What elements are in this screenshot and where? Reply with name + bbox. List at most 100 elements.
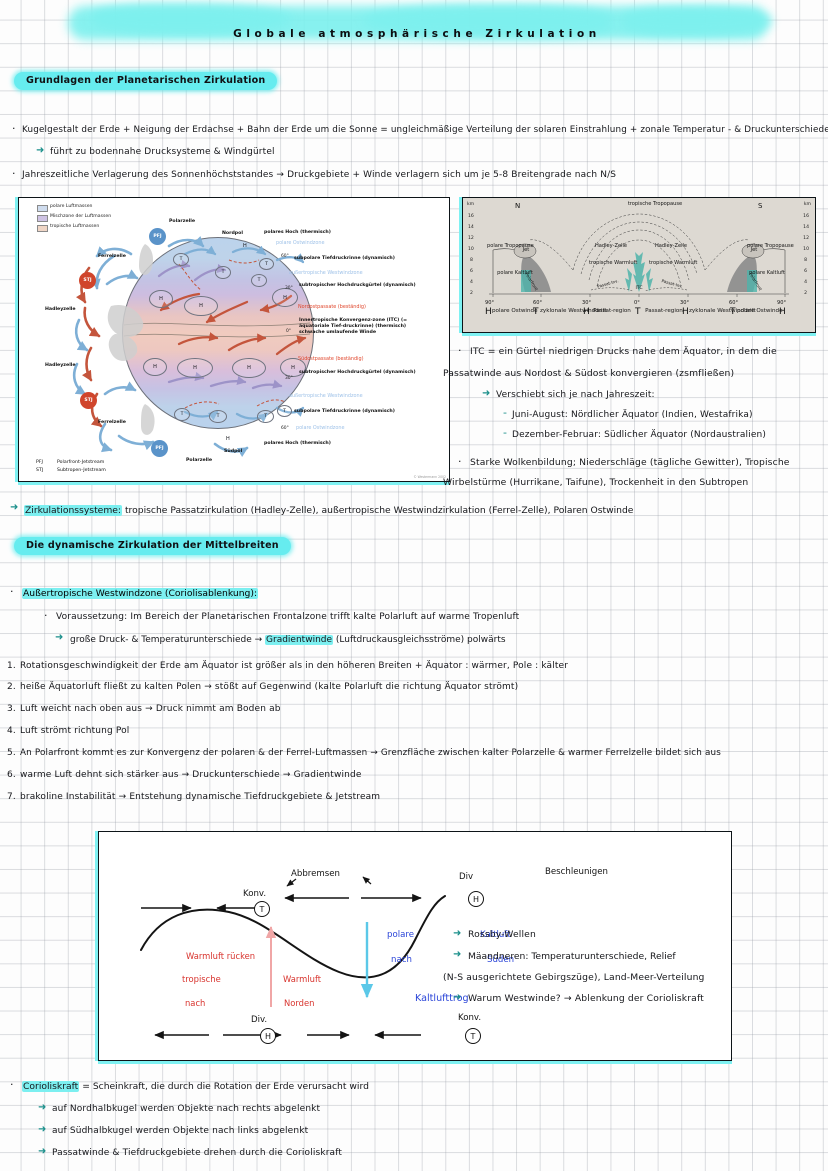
footnote-stj-text: Subtropen-Jetstream xyxy=(57,468,106,473)
pressure-symbol-60s: T xyxy=(730,307,736,317)
hemisphere-label-south: S xyxy=(758,202,763,210)
label-polarzelle-north: Polarzelle xyxy=(169,219,196,224)
label-ferrelzelle-south: Ferrelzelle xyxy=(98,420,126,425)
xtick-0: 0° xyxy=(634,300,640,306)
ytick-right-8: 8 xyxy=(804,258,807,263)
axis-unit-right: km xyxy=(803,202,811,207)
step-text-1: Rotationsgeschwindigkeit der Erde am Äqu… xyxy=(20,661,569,671)
intro-note-2: führt zu bodennahe Drucksysteme & Windgü… xyxy=(50,147,275,157)
pressure-high-bubble: H xyxy=(272,288,298,307)
zone-label-1: polare Ostwindzone xyxy=(276,240,325,246)
label-konv-bottom: Konv. xyxy=(458,1013,482,1023)
bullet-dot: · xyxy=(12,167,16,180)
westwind-gradient-line: große Druck- & Temperaturunterschiede → … xyxy=(70,635,506,645)
pressure-high-bubble: H xyxy=(184,296,218,316)
xtick-90n: 90° xyxy=(485,300,495,306)
watermark: © Westermann 2002 xyxy=(413,475,447,479)
ytick-left-10: 10 xyxy=(468,247,474,252)
ytick-left-6: 6 xyxy=(470,269,473,274)
arrow-icon: ➜ xyxy=(10,502,19,513)
zone-label-4: subtropischer Hochdruckgürtel (dynamisch… xyxy=(299,283,416,288)
xtick-90s: 90° xyxy=(777,300,787,306)
ytick-left-12: 12 xyxy=(468,236,474,241)
bullet-dot: · xyxy=(458,455,462,468)
label-nach-sueden-2: Süden xyxy=(487,955,515,965)
pressure-high-south: H xyxy=(226,436,230,442)
coriolis-item-2: auf Südhalbkugel werden Objekte nach lin… xyxy=(52,1126,309,1136)
rossby-wave-diagram: Abbremsen Konv. Div Beschleunigen T H Di… xyxy=(98,831,732,1061)
rossby-note-2-text: Mäandneren: Temperaturunterschiede, Reli… xyxy=(468,951,676,962)
jet-pfj-north: PFJ xyxy=(149,228,166,245)
zone-degree-30n: 30° xyxy=(285,286,293,291)
legend-label-polar: polare Luftmassen xyxy=(50,204,93,209)
bullet-dot: · xyxy=(458,344,462,357)
zone-label-9: außertropische Westwindzone xyxy=(289,393,363,399)
label-nordpol: Nordpol xyxy=(222,231,243,236)
high-pressure-symbol-bottom: H xyxy=(260,1028,276,1044)
label-hadleyzelle-south: Hadleyzelle xyxy=(45,363,76,368)
zone-label-10: subpolare Tiefdruckrinne (dynamisch) xyxy=(294,409,395,414)
xtick-60n: 60° xyxy=(533,300,543,306)
coriolis-heading-highlight: Corioliskraft xyxy=(22,1081,80,1092)
low-pressure-symbol-top: T xyxy=(254,901,270,917)
zone-label-12: polares Hoch (thermisch) xyxy=(264,441,331,446)
pressure-high-bubble: H xyxy=(280,358,306,377)
pressure-symbol-90n: H xyxy=(485,307,492,317)
itc-note-7: Wirbelstürme (Hurrikane, Taifune), Trock… xyxy=(443,477,749,488)
label-kaltlufttrog: Kaltlufttrog xyxy=(415,993,469,1004)
intro-note-3: Jahreszeitliche Verlagerung des Sonnenhö… xyxy=(22,170,617,180)
tropopause-schematic xyxy=(489,213,789,297)
pressure-high-bubble: H xyxy=(143,358,167,376)
zone-label-0: polares Hoch (thermisch) xyxy=(264,230,331,235)
jet-stj-north: STJ xyxy=(79,272,96,289)
zone-zyklonale-west-right: zyklonale Westwinddrift xyxy=(689,308,756,314)
label-nach-norden-1: nach xyxy=(185,998,206,1008)
pressure-high-north: H xyxy=(243,243,247,249)
step-text-2: heiße Äquatorluft fließt zu kalten Polen… xyxy=(20,682,519,692)
zone-label-7: Südostpassate (beständig) xyxy=(298,356,364,362)
arrow-icon: ➜ xyxy=(55,632,64,643)
zone-degree-60s: 60° xyxy=(281,426,289,431)
itc-note-4: Juni-August: Nördlicher Äquator (Indien,… xyxy=(512,410,753,420)
label-div-bottom: Div. xyxy=(251,1015,268,1025)
ytick-left-4: 4 xyxy=(470,280,473,285)
westwind-heading-wrap: Außertropische Westwindzone (Coriolisabl… xyxy=(22,588,259,599)
label-polare-kaltluft-left: polare Kaltluft xyxy=(497,270,533,276)
zone-passatregion-right: Passat-region xyxy=(645,308,683,314)
label-hadley-zelle-right: Hadley-Zelle xyxy=(654,243,688,249)
label-konv-top: Konv. xyxy=(243,889,267,899)
pressure-low-bubble: T xyxy=(257,410,274,423)
westwind-gradient-post: (Luftdruckausgleichsströme) polwärts xyxy=(335,635,506,645)
label-tropische: tropische xyxy=(182,974,221,984)
high-pressure-symbol-top: H xyxy=(468,891,484,907)
step-text-4: Luft strömt richtung Pol xyxy=(20,726,130,736)
arrow-icon: ➜ xyxy=(38,1124,47,1135)
zone-label-3: außertropische Westwindzone xyxy=(289,270,363,276)
zone-degree-0: 0° xyxy=(286,329,291,334)
globe-circulation-diagram: polare Luftmassen Mischzone der Luftmass… xyxy=(18,197,450,482)
label-hadleyzelle-north: Hadleyzelle xyxy=(45,307,76,312)
zone-passatregion-left: Passat-region xyxy=(593,308,631,314)
pressure-symbol-30n: H xyxy=(583,307,590,317)
bullet-dot: · xyxy=(44,609,48,622)
step-number-3: 3. xyxy=(7,704,16,714)
axis-unit-left: km xyxy=(467,202,475,207)
legend-label-tropic: tropische Luftmassen xyxy=(50,224,100,229)
step-text-3: Luft weicht nach oben aus → Druck nimmt … xyxy=(20,704,281,714)
circulation-systems-note: Zirkulationssysteme: tropische Passatzir… xyxy=(24,505,633,516)
arrow-icon: ➜ xyxy=(36,145,45,156)
ytick-left-14: 14 xyxy=(468,225,474,230)
ytick-right-6: 6 xyxy=(804,269,807,274)
rossby-note-2: Mäandneren: Temperaturunterschiede, Reli… xyxy=(468,951,676,962)
label-div-top: Div xyxy=(459,872,474,882)
title-highlight-blob-3 xyxy=(362,5,612,37)
jet-pfj-south: PFJ xyxy=(151,440,168,457)
ytick-left-16: 16 xyxy=(468,214,474,219)
label-hadley-zelle-left: Hadley-Zelle xyxy=(594,243,628,249)
arrow-icon: ➜ xyxy=(38,1146,47,1157)
globe-wind-arrows xyxy=(72,236,307,458)
hemisphere-label-north: N xyxy=(515,202,521,210)
arrow-icon: ➜ xyxy=(453,949,462,960)
label-polare-kaltluft-right: polare Kaltluft xyxy=(749,270,785,276)
label-itc: ITC xyxy=(635,286,643,291)
